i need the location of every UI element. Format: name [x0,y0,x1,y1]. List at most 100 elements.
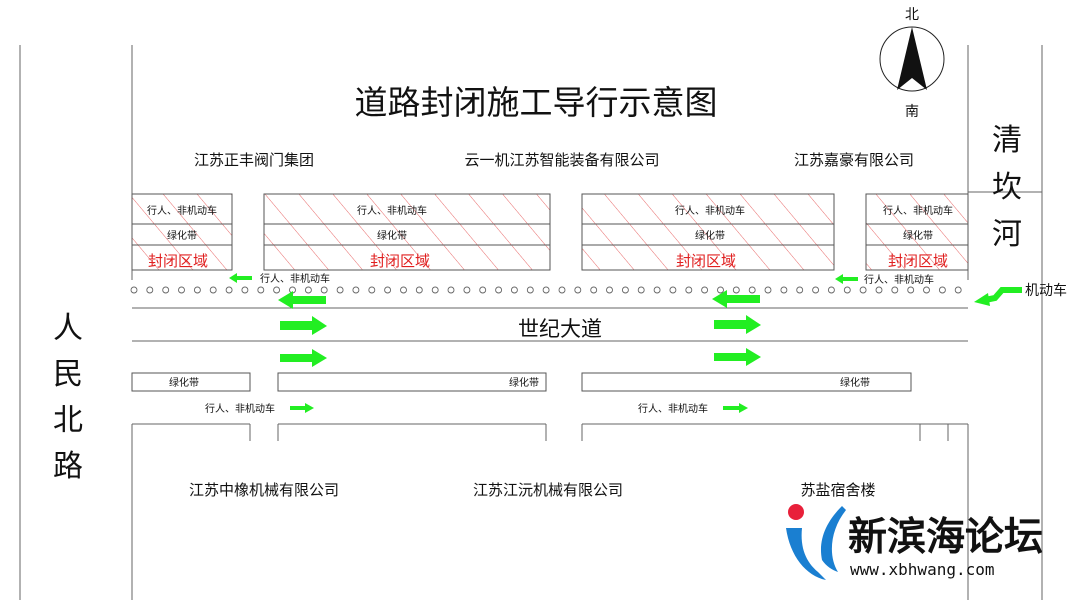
road-name-char: 民 [53,357,83,392]
company-south-3: 苏盐宿舍楼 [800,481,875,499]
traffic-cone-icon [368,286,376,294]
logo-swoosh-icon [820,506,846,572]
closed-zone-1: 行人、非机动车 绿化带 封闭区域 [131,193,233,271]
company-south-1: 江苏中橡机械有限公司 [189,481,339,499]
traffic-cone-icon [637,286,645,294]
traffic-cone-icon [954,286,962,294]
closed-area-label: 封闭区域 [888,252,948,270]
traffic-cone-icon [685,286,693,294]
zone-green-label: 绿化带 [167,229,197,242]
traffic-cone-icon [352,286,360,294]
east-road-name: 清坎河 [992,123,1022,252]
traffic-cone-icon [621,286,629,294]
motor-vehicle-label: 机动车 [1025,282,1067,299]
green-belt-label: 绿化带 [840,376,870,389]
ped-label-sw: 行人、非机动车 [205,402,275,415]
traffic-cone-icon [701,286,709,294]
arrow-west-icon [712,290,760,308]
diagram-title: 道路封闭施工导行示意图 [355,83,718,122]
arrow-east-icon [280,316,327,335]
closed-zone-2: 行人、非机动车 绿化带 封闭区域 [263,193,551,271]
traffic-cone-icon [463,286,471,294]
zone-ped-label: 行人、非机动车 [357,204,427,217]
zone-ped-label: 行人、非机动车 [675,204,745,217]
traffic-cone-icon [827,286,835,294]
forum-watermark: 新滨海论坛 www.xbhwang.com [786,504,1043,580]
traffic-cone-icon [495,286,503,294]
small-arrow-west-icon [229,273,252,283]
closed-area-label: 封闭区域 [370,252,430,270]
arrow-east-icon [280,349,327,367]
watermark-url: www.xbhwang.com [850,560,995,579]
logo-red-dot-icon [788,504,804,520]
traffic-cone-icon [400,286,407,294]
road-name-char: 清 [992,123,1022,158]
traffic-cone-icon [938,286,946,294]
traffic-cone-icon [130,286,138,294]
traffic-cone-icon [526,286,534,294]
compass: 北 南 [879,7,945,120]
traffic-cone-icon [304,286,312,294]
road-name-char: 坎 [992,170,1022,205]
traffic-cone-icon [875,286,883,294]
road-name-char: 路 [53,449,83,484]
zone-green-label: 绿化带 [903,229,933,242]
ped-label-ne: 行人、非机动车 [864,273,934,286]
closed-zone-3: 行人、非机动车 绿化带 封闭区域 [581,193,835,271]
traffic-cone-icon [574,286,582,294]
traffic-cone-icon [479,286,487,294]
traffic-cone-icon [257,286,265,294]
traffic-cone-icon [748,286,756,294]
traffic-cone-icon [717,286,724,294]
green-belt-label: 绿化带 [509,376,539,389]
road-name-char: 人 [53,311,83,346]
ped-label-se: 行人、非机动车 [638,402,708,415]
traffic-cone-icon [415,286,423,294]
traffic-cone-icon [558,286,566,294]
ped-label-nw: 行人、非机动车 [260,272,330,285]
arrow-east-icon [714,315,761,334]
traffic-cone-icon [146,286,154,294]
traffic-cone-icon [273,286,281,294]
traffic-cone-icon [431,286,439,294]
closed-area-label: 封闭区域 [676,252,736,270]
traffic-cone-row [130,286,962,294]
small-arrow-west-icon [835,274,858,284]
zone-ped-label: 行人、非机动车 [147,204,217,217]
road-name-char: 河 [992,217,1022,252]
traffic-cone-icon [859,286,867,294]
traffic-cone-icon [336,286,344,294]
arrow-west-icon [278,291,326,309]
traffic-cone-icon [241,286,249,294]
motor-detour-arrowhead-icon [974,293,990,306]
traffic-cone-icon [812,286,820,294]
green-belt-label: 绿化带 [169,376,199,389]
traffic-cone-icon [590,286,598,294]
traffic-cone-icon [732,286,740,294]
north-needle-icon [897,27,927,90]
traffic-cone-icon [447,286,455,294]
small-arrow-east-icon [290,403,314,413]
watermark-name: 新滨海论坛 [848,515,1043,560]
traffic-cone-icon [542,286,550,294]
small-arrow-east-icon [723,403,748,413]
traffic-cone-icon [669,286,677,294]
traffic-cone-icon [162,286,170,294]
company-south-2: 江苏江沅机械有限公司 [473,481,623,499]
traffic-cone-icon [891,286,899,294]
traffic-cone-icon [209,286,217,294]
arrow-east-icon [714,348,761,366]
traffic-cone-icon [178,286,185,294]
main-road-name: 世纪大道 [518,317,602,341]
traffic-cone-icon [320,286,328,294]
logo-swoosh-icon [786,528,826,580]
zone-green-label: 绿化带 [695,229,725,242]
traffic-cone-icon [193,286,201,294]
traffic-cone-icon [653,286,661,294]
traffic-cone-icon [907,286,915,294]
traffic-cone-icon [606,286,613,294]
traffic-cone-icon [764,286,772,294]
traffic-cone-icon [225,286,233,294]
